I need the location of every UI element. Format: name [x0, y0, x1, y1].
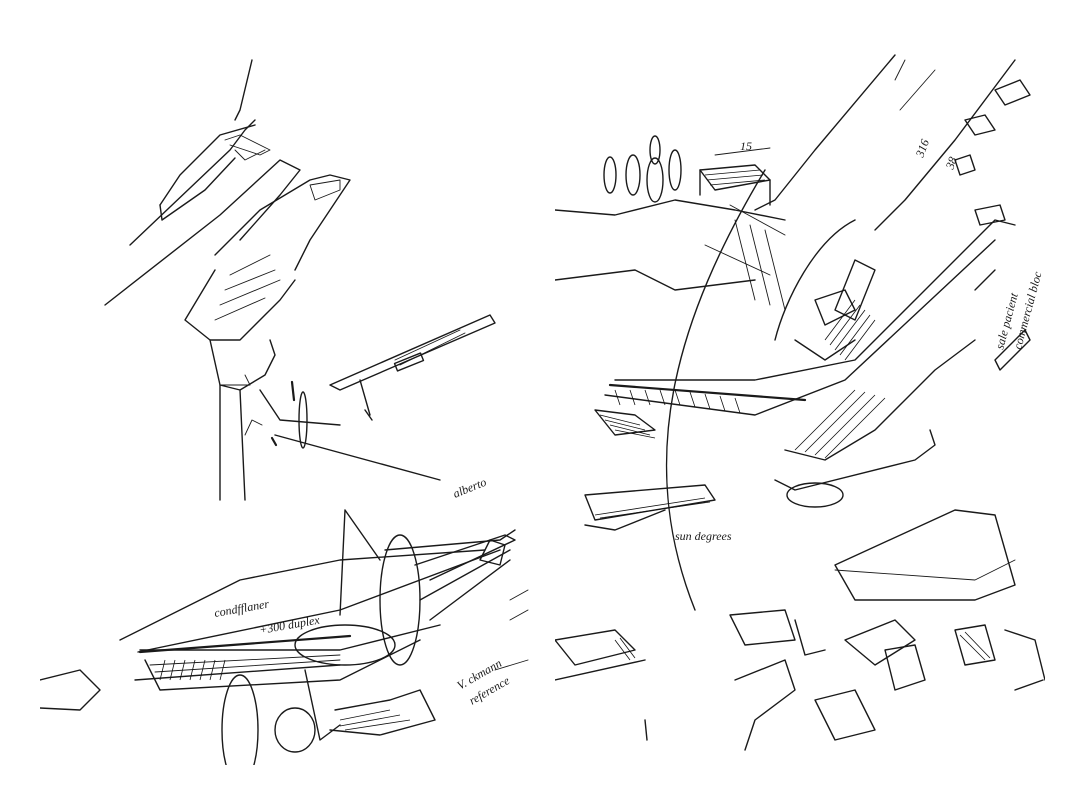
annotation-duplex: +300 duplex — [258, 612, 321, 637]
annotation-dim-38: 38 — [942, 155, 960, 172]
annotation-sun-line-1: sun degrees — [675, 529, 732, 543]
left-sketch-panel: alberto condfflaner +300 duplex V. ckman… — [40, 40, 530, 765]
right-sketch-panel: 15 316 38 sale pacient commercial bloc — [555, 40, 1045, 765]
annotation-dim-316: 316 — [912, 137, 932, 160]
left-sketch-drawing: alberto condfflaner +300 duplex V. ckman… — [40, 59, 529, 765]
annotation-condfflaner: condfflaner — [213, 597, 270, 620]
annotation-dim-15: 15 — [740, 139, 752, 153]
annotation-alberto: alberto — [451, 475, 488, 501]
right-sketch-drawing: 15 316 38 sale pacient commercial bloc — [555, 54, 1045, 751]
